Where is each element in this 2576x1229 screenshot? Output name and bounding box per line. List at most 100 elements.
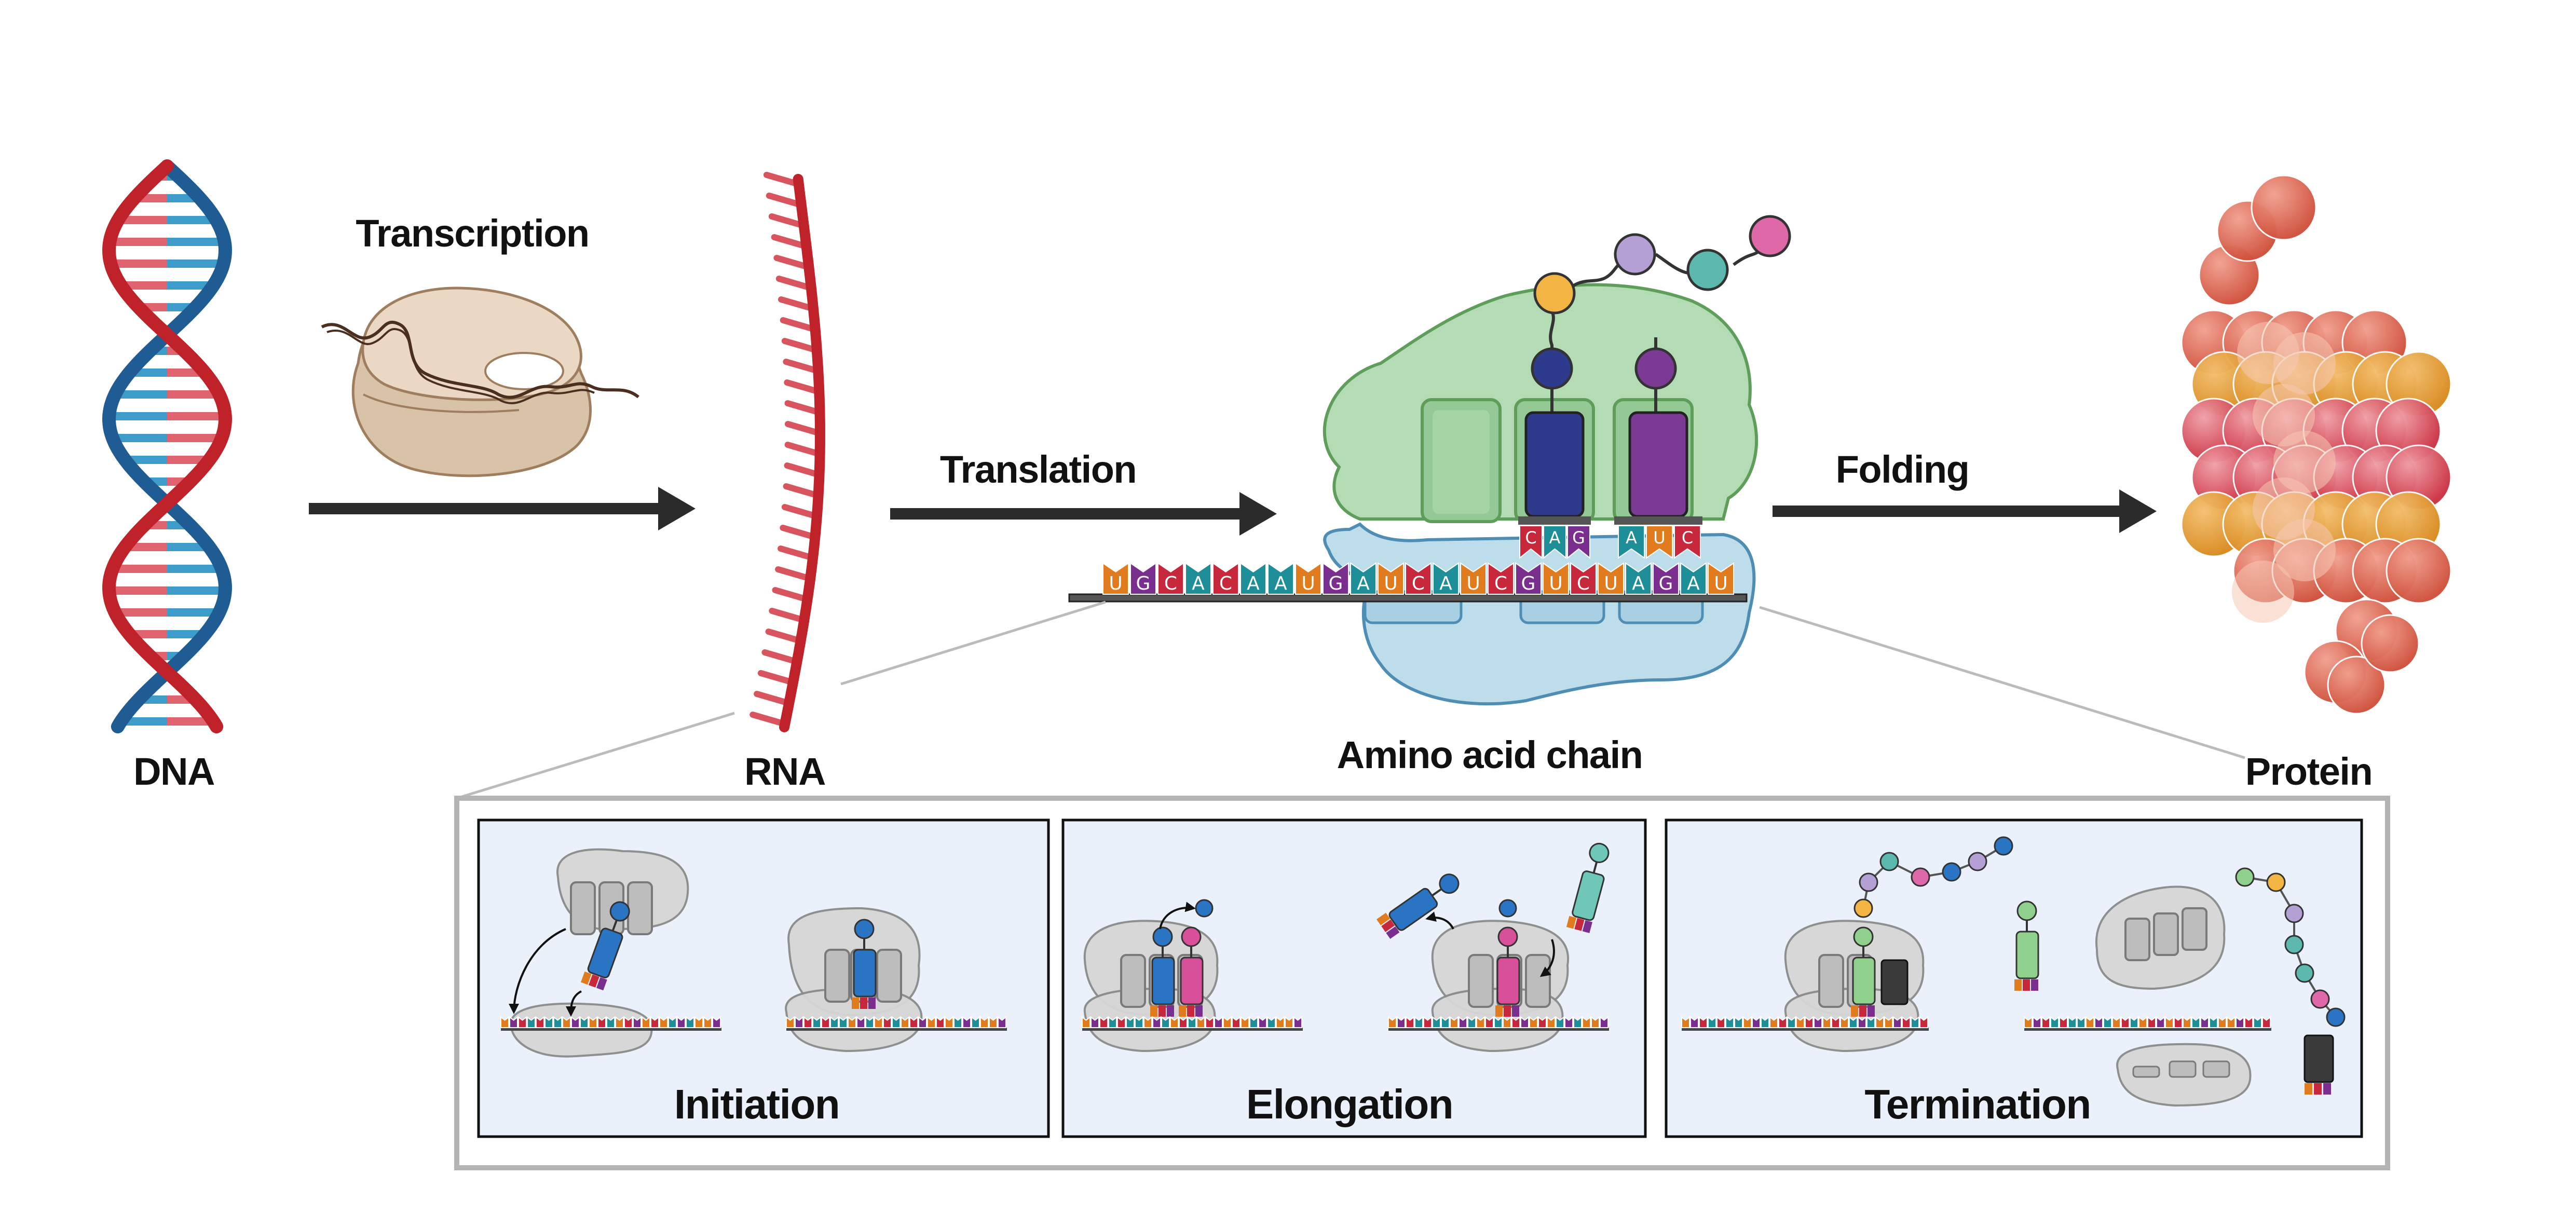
nucleotide-base xyxy=(2183,1016,2191,1028)
movement-arrow-icon xyxy=(1539,939,1555,977)
nucleotide-base xyxy=(1598,562,1624,595)
nucleotide-base xyxy=(500,1016,509,1028)
nucleotide-base xyxy=(848,1016,856,1028)
nucleotide-base xyxy=(509,1016,518,1028)
amino-acid-bead-icon xyxy=(1911,867,1930,887)
nucleotide-base xyxy=(1249,1016,1258,1028)
nucleotide-base xyxy=(1378,562,1404,595)
base-letter: A xyxy=(1274,573,1287,594)
translation-label: Translation xyxy=(940,448,1136,491)
nucleotide-base xyxy=(2218,1016,2227,1028)
rna-strand-icon xyxy=(749,172,825,732)
amino-acid-bead-icon xyxy=(1531,215,1791,390)
amino-acid-bead-icon xyxy=(2235,867,2255,887)
nucleotide-base xyxy=(1866,1016,1875,1028)
base-letter: G xyxy=(1659,573,1673,594)
translation-stage-illustrations xyxy=(500,836,2346,1107)
nucleotide-base xyxy=(1232,1016,1241,1028)
nucleotide-base xyxy=(1295,562,1321,595)
amino-acid-bead-icon xyxy=(2284,904,2304,923)
trna-icon xyxy=(1179,926,1204,1017)
ribosome-site xyxy=(1468,954,1494,1008)
rna-base xyxy=(761,649,800,665)
nucleotide-base xyxy=(892,1016,901,1028)
nucleotide-base xyxy=(1822,1016,1831,1028)
nucleotide-base xyxy=(1212,562,1239,595)
nucleotide-base xyxy=(1276,1016,1285,1028)
transcription-arrow-icon xyxy=(658,487,696,530)
base-letter: U xyxy=(1714,573,1727,594)
base-letter: C xyxy=(1682,528,1693,548)
nucleotide-base xyxy=(1423,1016,1432,1028)
base-letter: A xyxy=(1626,528,1637,548)
nucleotide-base xyxy=(562,1016,571,1028)
nucleotide-base xyxy=(597,1016,606,1028)
nucleotide-base xyxy=(1716,1016,1725,1028)
nucleotide-base xyxy=(1884,1016,1893,1028)
rna-label: RNA xyxy=(744,750,825,793)
nucleotide-base xyxy=(1734,1016,1743,1028)
mrna-backbone xyxy=(2024,1028,2271,1031)
rna-base xyxy=(757,670,796,686)
nucleotide-base xyxy=(1787,1016,1796,1028)
mrna-backbone xyxy=(1068,593,1748,603)
nucleotide-base xyxy=(1625,562,1652,595)
base-letter: A xyxy=(1549,528,1561,548)
amino-acid-bead-icon xyxy=(1195,899,1214,918)
ribosome-site xyxy=(876,949,902,1003)
base-letter: A xyxy=(1439,573,1452,594)
nucleotide-base xyxy=(1840,1016,1849,1028)
nucleotide-base xyxy=(624,1016,633,1028)
base-letter: A xyxy=(1247,573,1260,594)
termination-label: Termination xyxy=(1864,1081,2090,1127)
nucleotide-base xyxy=(1543,562,1569,595)
nucleotide-base xyxy=(1752,1016,1761,1028)
nucleotide-base xyxy=(1459,1016,1467,1028)
nucleotide-base xyxy=(1108,1016,1117,1028)
amino-acid-bead-icon xyxy=(2251,174,2317,241)
nucleotide-base xyxy=(677,1016,686,1028)
nucleotide-base xyxy=(518,1016,527,1028)
base-letter: U xyxy=(1109,573,1122,594)
protein-label: Protein xyxy=(2245,750,2372,793)
nucleotide-base xyxy=(2147,1016,2156,1028)
nucleotide-base xyxy=(1519,525,1543,559)
rna-base xyxy=(754,691,793,706)
nucleotide-base xyxy=(1591,1016,1600,1028)
nucleotide-base xyxy=(1450,1016,1459,1028)
nucleotide-base xyxy=(1488,562,1514,595)
nucleotide-base xyxy=(2103,1016,2112,1028)
nucleotide-base xyxy=(1708,1016,1716,1028)
nucleotide-base xyxy=(1690,1016,1699,1028)
nucleotide-base xyxy=(830,1016,839,1028)
base-letter: U xyxy=(1604,573,1617,594)
transcription-label: Transcription xyxy=(356,212,589,255)
nucleotide-base xyxy=(633,1016,642,1028)
nucleotide-base xyxy=(2077,1016,2086,1028)
nucleotide-base xyxy=(1441,1016,1450,1028)
nucleotide-base xyxy=(615,1016,624,1028)
base-letter: U xyxy=(1466,573,1480,594)
rna-base xyxy=(784,462,823,478)
base-letter: A xyxy=(1687,573,1700,594)
nucleotide-base xyxy=(1582,1016,1591,1028)
nucleotide-base xyxy=(2094,1016,2103,1028)
nucleotide-base xyxy=(2059,1016,2068,1028)
base-letter: U xyxy=(1384,573,1397,594)
trna-icon xyxy=(1150,926,1175,1017)
nucleotide-base xyxy=(2112,1016,2121,1028)
nucleotide-base xyxy=(650,1016,659,1028)
nucleotide-base xyxy=(1241,1016,1249,1028)
base-letter: A xyxy=(1357,573,1370,594)
rna-base xyxy=(781,504,820,520)
nucleotide-base xyxy=(1567,525,1590,559)
release-factor-icon xyxy=(2304,1034,2334,1083)
trna-icon xyxy=(1614,388,1702,525)
nucleotide-base xyxy=(1205,1016,1214,1028)
amino-acid-bead-icon xyxy=(2310,989,2330,1009)
nucleotide-base xyxy=(1460,562,1487,595)
rna-base xyxy=(780,525,819,540)
translation-arrow-icon xyxy=(1239,492,1277,536)
